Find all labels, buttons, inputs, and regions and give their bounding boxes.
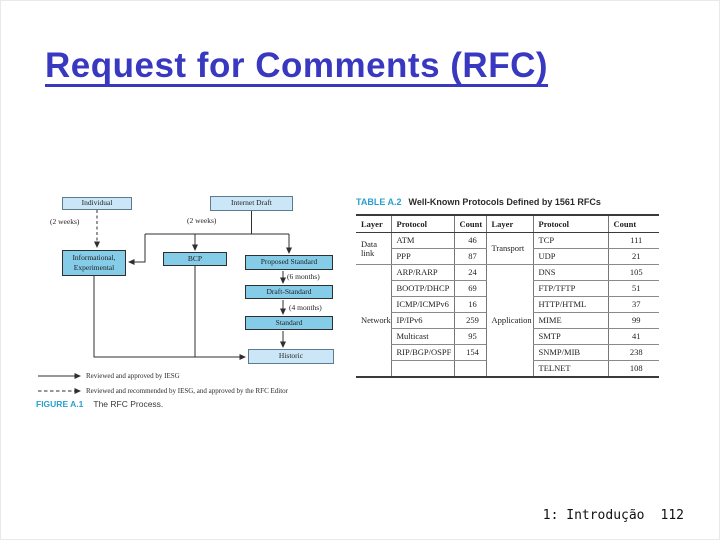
table-heading-tag: TABLE A.2	[356, 197, 402, 207]
protocol-table-section: TABLE A.2 Well-Known Protocols Defined by…	[356, 197, 664, 378]
table-cell-count: 87	[453, 248, 486, 265]
node-proposed-standard: Proposed Standard	[245, 255, 333, 270]
table-heading-title: Well-Known Protocols Defined by 1561 RFC…	[408, 197, 601, 207]
table-cell-protocol: ICMP/ICMPv6	[390, 296, 454, 313]
table-header-cell: Protocol	[390, 215, 454, 233]
table-cell-count: 154	[453, 344, 486, 361]
table-cell-protocol: FTP/TFTP	[532, 280, 608, 297]
figure-caption-tag: FIGURE A.1	[36, 399, 84, 409]
node-individual: Individual	[62, 197, 132, 210]
table-cell-count: 105	[607, 264, 659, 281]
table-cell-protocol: TELNET	[532, 360, 608, 378]
table-cell-count: 69	[453, 280, 486, 297]
table-cell-layer: Transport	[485, 232, 533, 265]
page-title: Request for Comments (RFC)	[45, 46, 549, 85]
table-cell-count: 108	[607, 360, 659, 378]
table-cell-count: 238	[607, 344, 659, 361]
legend-solid-arrow-text: Reviewed and approved by IESG	[86, 372, 180, 380]
time-label-6-months: (6 months)	[287, 272, 320, 281]
footer-page-number: 112	[660, 508, 684, 523]
table-cell-count: 24	[453, 264, 486, 281]
table-cell-protocol: MIME	[532, 312, 608, 329]
time-label-2-weeks-right: (2 weeks)	[187, 216, 217, 225]
node-draft-standard: Draft-Standard	[245, 285, 333, 299]
slide-footer: 1: Introdução 112	[543, 508, 684, 523]
table-cell-protocol: IP/IPv6	[390, 312, 454, 329]
table-header-cell: Layer	[356, 215, 391, 233]
table-cell-count: 46	[453, 232, 486, 249]
node-informational-experimental: Informational, Experimental	[62, 250, 126, 276]
table-cell-count	[453, 360, 486, 378]
table-cell-count: 41	[607, 328, 659, 345]
table-cell-count: 99	[607, 312, 659, 329]
table-header-cell: Protocol	[532, 215, 608, 233]
table-header-cell: Layer	[485, 215, 533, 233]
table-cell-layer: Network	[356, 264, 391, 378]
rfc-process-figure: Individual Internet Draft Informational,…	[36, 190, 341, 425]
time-label-4-months: (4 months)	[289, 303, 322, 312]
table-cell-count: 37	[607, 296, 659, 313]
table-cell-count: 111	[607, 232, 659, 249]
table-cell-protocol	[390, 360, 454, 378]
figure-caption-text: The RFC Process.	[93, 399, 164, 409]
table-cell-protocol: Multicast	[390, 328, 454, 345]
table-cell-count: 16	[453, 296, 486, 313]
table-cell-protocol: HTTP/HTML	[532, 296, 608, 313]
time-label-2-weeks-left: (2 weeks)	[50, 217, 80, 226]
figure-caption: FIGURE A.1 The RFC Process.	[36, 399, 163, 409]
table-cell-protocol: TCP	[532, 232, 608, 249]
legend-dashed-arrow-text: Reviewed and recommended by IESG, and ap…	[86, 387, 288, 395]
table-cell-protocol: SMTP	[532, 328, 608, 345]
table-cell-layer: Data link	[356, 232, 391, 265]
table-cell-protocol: UDP	[532, 248, 608, 265]
table-cell-protocol: SNMP/MIB	[532, 344, 608, 361]
table-cell-count: 259	[453, 312, 486, 329]
table-header-cell: Count	[453, 215, 486, 233]
table-cell-protocol: ATM	[390, 232, 454, 249]
table-header-cell: Count	[607, 215, 659, 233]
table-cell-protocol: RIP/BGP/OSPF	[390, 344, 454, 361]
node-internet-draft: Internet Draft	[210, 196, 293, 211]
table-cell-count: 51	[607, 280, 659, 297]
table-cell-protocol: BOOTP/DHCP	[390, 280, 454, 297]
table-cell-protocol: PPP	[390, 248, 454, 265]
node-bcp: BCP	[163, 252, 227, 266]
table-cell-layer: Application	[485, 264, 533, 378]
footer-section-label: 1: Introdução	[542, 508, 645, 523]
table-heading: TABLE A.2 Well-Known Protocols Defined by…	[356, 197, 664, 207]
flowchart-connectors	[38, 210, 292, 394]
table-cell-count: 21	[607, 248, 659, 265]
table-cell-count: 95	[453, 328, 486, 345]
table-cell-protocol: ARP/RARP	[390, 264, 454, 281]
node-historic: Historic	[248, 349, 334, 364]
node-standard: Standard	[245, 316, 333, 330]
table-cell-protocol: DNS	[532, 264, 608, 281]
